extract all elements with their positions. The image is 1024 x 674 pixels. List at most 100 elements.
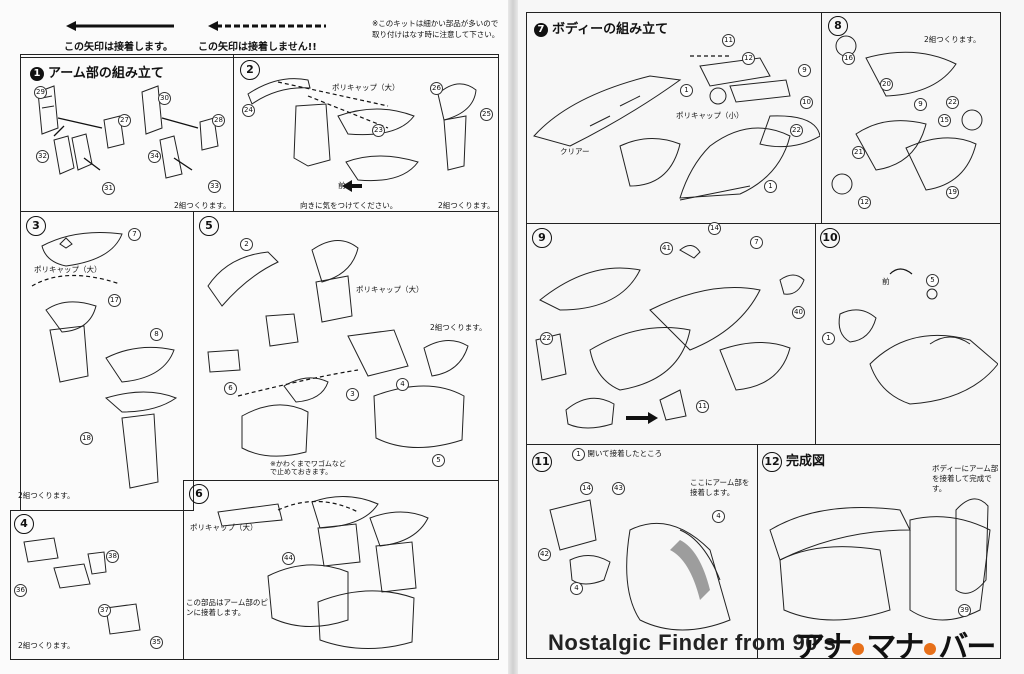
watermark-text: Nostalgic Finder from 90's bbox=[548, 630, 837, 655]
step-4-title: 4 bbox=[14, 514, 38, 534]
step-11-title: 11 bbox=[532, 452, 556, 472]
step-12-box bbox=[757, 444, 1001, 659]
step-8-title: 8 bbox=[828, 16, 852, 36]
kit-note: ※このキットは細かい部品が多いので取り付けはなす時に注意して下さい。 bbox=[372, 19, 500, 39]
legend-box bbox=[20, 18, 498, 58]
part-label: 12 bbox=[858, 196, 871, 209]
step-3-cap: ポリキャップ（大） bbox=[34, 265, 102, 274]
step-12-attach-body: ボディーにアーム部を接着して完成です。 bbox=[932, 464, 999, 493]
part-label: 4 bbox=[712, 510, 725, 523]
part-label: 38 bbox=[106, 550, 119, 563]
part-label: 42 bbox=[538, 548, 551, 561]
part-label: 33 bbox=[208, 180, 221, 193]
step-2-title: 2 bbox=[240, 60, 264, 80]
step-7-illustration bbox=[533, 55, 820, 201]
part-label: 31 bbox=[102, 182, 115, 195]
right-page bbox=[512, 0, 1024, 674]
part-label: 22 bbox=[540, 332, 553, 345]
part-label: 6 bbox=[224, 382, 237, 395]
part-label: 20 bbox=[880, 78, 893, 91]
page-gutter bbox=[508, 0, 518, 674]
step-10-title: 10 bbox=[820, 228, 844, 248]
step-5-heat-note: ※かわくまでワゴムなどで止めておきます。 bbox=[270, 460, 346, 476]
brand-dot-icon bbox=[924, 643, 937, 655]
part-label: 7 bbox=[750, 236, 763, 249]
part-label: 44 bbox=[282, 552, 295, 565]
part-label: 28 bbox=[212, 114, 225, 127]
part-label: 23 bbox=[372, 124, 385, 137]
step-2-direction: 向きに気をつけてください。 bbox=[300, 201, 398, 210]
part-label: 4 bbox=[570, 582, 583, 595]
brand-logo: アナマナバー bbox=[795, 630, 996, 665]
step-9-open: 1 開いて接着したところ bbox=[572, 448, 662, 461]
part-label: 37 bbox=[98, 604, 111, 617]
part-label: 7 bbox=[128, 228, 141, 241]
part-label: 17 bbox=[108, 294, 121, 307]
part-label: 2 bbox=[240, 238, 253, 251]
step-5-illustration bbox=[207, 240, 469, 457]
step-10-front: 前 bbox=[882, 277, 890, 286]
part-label: 34 bbox=[148, 150, 161, 163]
part-label: 25 bbox=[480, 108, 493, 121]
step-2-front: 前 bbox=[338, 181, 346, 190]
step-9-title: 9 bbox=[532, 228, 556, 248]
step-2-illustration bbox=[247, 78, 477, 192]
step-2-cap: ポリキャップ（大） bbox=[332, 83, 400, 92]
part-label: 9 bbox=[798, 64, 811, 77]
step-6-illustration bbox=[217, 495, 429, 649]
part-label: 10 bbox=[800, 96, 813, 109]
step-4-qty: 2組つくります。 bbox=[18, 641, 75, 650]
step-6-cap: ポリキャップ（大） bbox=[190, 523, 258, 532]
step-6-pin-note: この部品はアーム部のピンに接着します。 bbox=[186, 598, 268, 617]
part-label: 35 bbox=[150, 636, 163, 649]
part-label: 40 bbox=[792, 306, 805, 319]
part-label: 4 bbox=[396, 378, 409, 391]
arrow-glue-label: この矢印は接着します。 bbox=[64, 42, 173, 53]
step-5-qty: 2組つくります。 bbox=[430, 323, 487, 332]
part-label: 32 bbox=[36, 150, 49, 163]
solid-arrow-icon bbox=[66, 21, 174, 31]
dashed-arrow-icon bbox=[208, 21, 326, 31]
step-3-qty: 2組つくります。 bbox=[18, 491, 75, 500]
part-label: 43 bbox=[612, 482, 625, 495]
part-label: 1 bbox=[680, 84, 693, 97]
step-3-title: 3 bbox=[26, 216, 50, 236]
step-5-cap: ポリキャップ（大） bbox=[356, 285, 424, 294]
step-2-qty: 2組つくります。 bbox=[438, 201, 495, 210]
part-label: 29 bbox=[34, 86, 47, 99]
part-label: 21 bbox=[852, 146, 865, 159]
step-11-illustration bbox=[549, 499, 731, 631]
part-label: 36 bbox=[14, 584, 27, 597]
part-label: 24 bbox=[242, 104, 255, 117]
part-label: 22 bbox=[790, 124, 803, 137]
part-label: 14 bbox=[580, 482, 593, 495]
step-6-title: 6 bbox=[189, 484, 213, 504]
part-label: 30 bbox=[158, 92, 171, 105]
part-label: 9 bbox=[914, 98, 927, 111]
part-label: 11 bbox=[696, 400, 709, 413]
step-4-illustration bbox=[23, 537, 141, 635]
step-10-illustration bbox=[838, 268, 998, 405]
part-label: 26 bbox=[430, 82, 443, 95]
step-7-clear: クリアー bbox=[560, 147, 590, 156]
part-label: 27 bbox=[118, 114, 131, 127]
arrow-noglue-label: この矢印は接着しません!! bbox=[198, 42, 317, 53]
part-label: 15 bbox=[938, 114, 951, 127]
part-label: 1 bbox=[572, 448, 585, 461]
step-7-cap-small: ポリキャップ（小） bbox=[676, 111, 744, 120]
step-1-qty: 2組つくります。 bbox=[174, 201, 231, 210]
part-label: 41 bbox=[660, 242, 673, 255]
part-label: 19 bbox=[946, 186, 959, 199]
part-label: 5 bbox=[432, 454, 445, 467]
part-label: 8 bbox=[150, 328, 163, 341]
part-label: 1 bbox=[764, 180, 777, 193]
brand-dot-icon bbox=[852, 643, 865, 655]
step-6-box bbox=[183, 480, 499, 660]
part-label: 39 bbox=[958, 604, 971, 617]
step-1-illustration bbox=[37, 85, 219, 179]
step-9-illustration bbox=[535, 245, 805, 429]
step-8-qty: 2組つくります。 bbox=[924, 35, 981, 44]
